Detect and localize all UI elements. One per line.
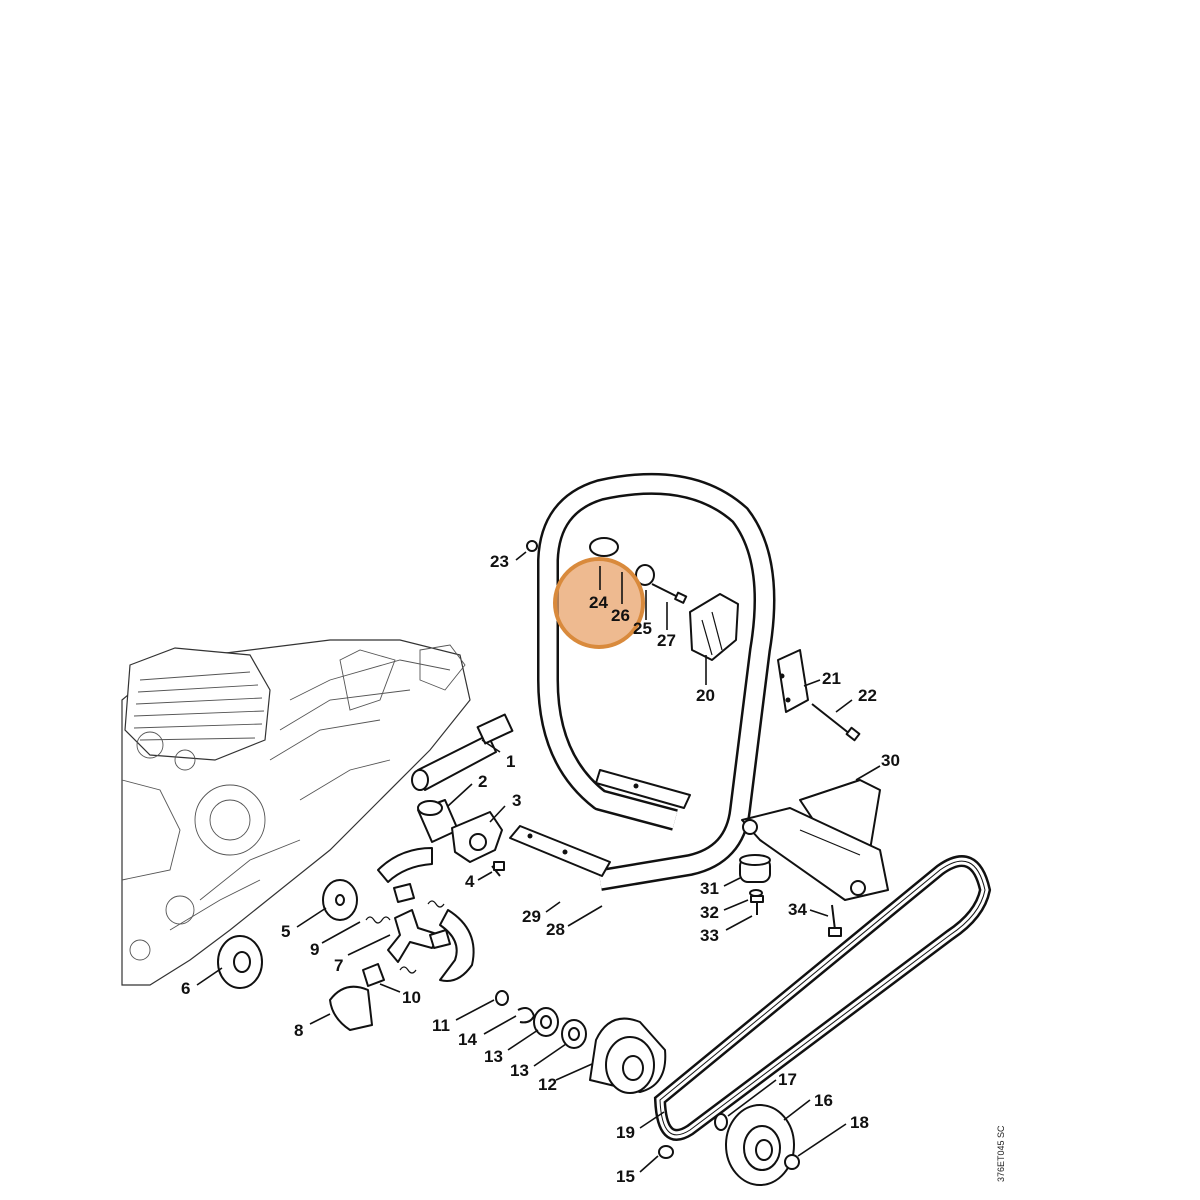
callout-7: 7 [334,956,343,975]
callout-13b: 13 [510,1061,529,1080]
highlight-marker [553,557,645,649]
callout-23: 23 [490,552,509,571]
callout-2: 2 [478,772,487,791]
callout-5: 5 [281,922,290,941]
av-buffer-parts-31-33 [739,854,771,915]
callout-26: 26 [611,606,630,625]
callout-16: 16 [814,1091,833,1110]
callout-9: 9 [310,940,319,959]
clutch-parts [217,847,475,1031]
callout-21: 21 [822,669,841,688]
bracket-part-3 [451,811,503,863]
callout-10: 10 [402,988,421,1007]
callout-27: 27 [657,631,676,650]
screw-part-34 [828,904,842,937]
callout-28: 28 [546,920,565,939]
nut-part-23 [526,540,538,552]
callout-32: 32 [700,903,719,922]
callout-33: 33 [700,926,719,945]
callout-30: 30 [881,751,900,770]
callout-1: 1 [506,752,515,771]
callout-8: 8 [294,1021,303,1040]
callout-25: 25 [633,619,652,638]
grip-sleeve-part-20 [689,593,739,661]
callout-34: 34 [788,900,807,919]
callout-14: 14 [458,1030,477,1049]
bushing-part-2 [417,799,459,843]
callout-19: 19 [616,1123,635,1142]
callout-15: 15 [616,1167,635,1186]
callout-18: 18 [850,1113,869,1132]
screw-part-22 [811,703,861,742]
callout-31: 31 [700,879,719,898]
callout-4: 4 [465,872,475,891]
drawing-code: 376ET045 SC [996,1125,1006,1182]
clamp-part-21 [777,649,809,713]
sleeve-part-1 [411,713,514,791]
handlebar [509,472,776,891]
callout-12: 12 [538,1075,557,1094]
leader-lines [196,551,881,1173]
screw-part-4 [491,861,505,877]
callout-24: 24 [589,593,608,612]
engine-housing [121,639,471,986]
av-bracket-part-30 [741,779,889,901]
mount-parts-24-27 [589,537,688,604]
callout-17: 17 [778,1070,797,1089]
callout-20: 20 [696,686,715,705]
v-belt-part-19 [653,855,992,1141]
clutch-drum-parts [495,990,667,1094]
callout-6: 6 [181,979,190,998]
pulley-parts [658,1104,800,1186]
callout-labels: 1 2 3 4 5 6 7 8 9 10 11 12 13 13 14 15 1… [181,552,900,1186]
callout-11: 11 [432,1016,450,1035]
callout-3: 3 [512,791,521,810]
callout-13a: 13 [484,1047,503,1066]
callout-29: 29 [522,907,541,926]
callout-22: 22 [858,686,877,705]
